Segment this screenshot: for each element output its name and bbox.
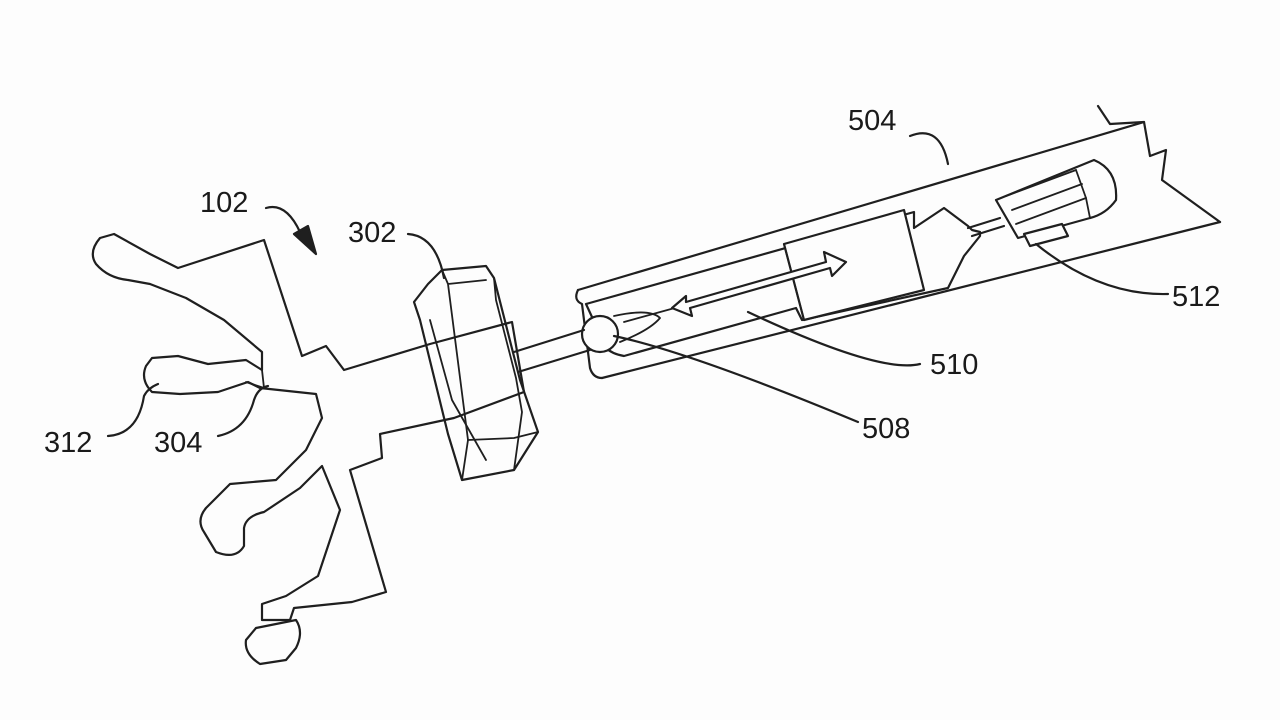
label-508: 508 (862, 413, 910, 445)
label-302: 302 (348, 217, 396, 249)
label-102: 102 (200, 187, 248, 219)
ball-element (580, 311, 661, 354)
reference-numerals: 102 302 304 312 504 508 510 512 (44, 105, 1220, 459)
connecting-shaft (512, 328, 592, 374)
leader-lines (106, 132, 1170, 438)
instrument-housing (575, 104, 1222, 380)
label-312: 312 (44, 427, 92, 459)
label-304: 304 (154, 427, 202, 459)
label-512: 512 (1172, 281, 1220, 313)
connector-clamp (412, 264, 540, 482)
slider-carriage (782, 208, 926, 322)
label-504: 504 (848, 105, 896, 137)
label-510: 510 (930, 349, 978, 381)
arrow-102 (264, 205, 318, 256)
motor (966, 158, 1118, 248)
motion-arrow (670, 250, 848, 318)
